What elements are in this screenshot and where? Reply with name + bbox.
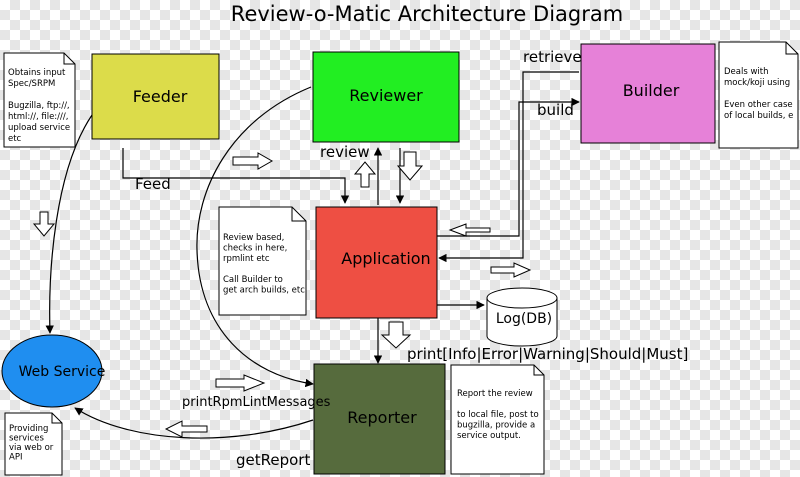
note-line: Obtains input [8, 68, 66, 78]
note-line: rpmlint etc [223, 254, 270, 264]
reporter-note: Report the review to local file, post tob… [450, 364, 545, 475]
note-line: services [9, 434, 44, 444]
note-line: Even other case [724, 100, 793, 110]
note-line: mock/koji using [724, 78, 790, 88]
reporter-note-text: Report the review to local file, post tob… [457, 389, 539, 441]
reporter-box: Reporter [313, 363, 446, 475]
note-line: Bugzilla, ftp://, [8, 101, 70, 111]
hollow-arrow-down-icon [396, 151, 424, 181]
note-line: Providing [9, 424, 48, 434]
web-service-label: Web Service [19, 364, 106, 380]
hollow-arrow-right-icon [490, 262, 532, 278]
note-line: bugzilla, provide a [457, 421, 535, 431]
web-service-ellipse [1, 334, 103, 408]
note-line: API [9, 453, 22, 463]
connectors [45, 71, 580, 439]
note-line: upload service [8, 123, 70, 133]
note-line: etc [8, 134, 22, 144]
feeder-label: Feeder [133, 87, 188, 106]
feeder-rect [91, 53, 220, 140]
application-note: Review based,checks in here,rpmlint etcC… [218, 206, 307, 316]
feeder-box: Feeder [91, 53, 220, 140]
feeder-to-application-edge [122, 148, 350, 204]
application-note-text: Review based,checks in here,rpmlint etcC… [223, 233, 305, 296]
application-label: Application [341, 249, 430, 268]
diagram-title: Review-o-Matic Architecture Diagram [231, 2, 623, 26]
application-to-builder-build-edge [437, 97, 580, 237]
note-line: Call Builder to [223, 275, 283, 285]
feed-label: Feed [135, 175, 171, 193]
note-line: service output. [457, 431, 521, 441]
reviewer-label: Reviewer [349, 86, 423, 105]
reporter-label: Reporter [347, 408, 417, 427]
application-rect [315, 206, 438, 319]
note-line: to local file, post to [457, 410, 539, 420]
build-label: build [537, 101, 574, 119]
hollow-arrow-down-icon [32, 211, 56, 237]
hollow-arrow-up-icon [353, 161, 377, 188]
note-line: checks in here, [223, 244, 287, 254]
note-line: Report the review [457, 389, 533, 399]
builder-rect [580, 43, 716, 144]
hollow-arrow-down-icon [380, 321, 412, 349]
hollow-arrow-right-icon [232, 152, 274, 170]
reporter-rect [313, 363, 446, 475]
builder-to-application-retrieve-edge [438, 71, 579, 263]
db-label: Log(DB) [496, 311, 552, 327]
retrieve-label: retrieve [523, 48, 582, 66]
note-line: Review based, [223, 233, 284, 243]
hollow-arrow-right-icon [215, 374, 266, 392]
feeder-to-webservice-edge [45, 114, 93, 334]
db-top [486, 287, 558, 309]
get-report-label: getReport [236, 451, 310, 469]
note-line: Deals with [724, 67, 769, 77]
db-body [486, 297, 558, 347]
review-label: review [320, 143, 370, 161]
print-levels-label: print[Info|Error|Warning|Should|Must] [407, 345, 688, 363]
reviewer-box: Reviewer [312, 51, 460, 143]
hollow-arrow-left-icon [164, 420, 208, 438]
hollow-arrow-left-icon [448, 223, 491, 237]
note-line: of local builds, e [724, 111, 793, 121]
web-service-node: Web Service [1, 334, 106, 408]
builder-label: Builder [623, 81, 680, 100]
note-line: Spec/SRPM [8, 79, 55, 89]
log-db-cylinder: Log(DB) [486, 287, 558, 347]
reviewer-to-reporter-edge [196, 86, 314, 388]
note-line: html://, file:///, [8, 112, 68, 122]
builder-box: Builder [580, 43, 716, 144]
flow-arrows [32, 151, 532, 438]
note-line: get arch builds, etc [223, 286, 305, 296]
print-rpmlint-label: printRpmLintMessages [182, 395, 331, 410]
reporter-to-webservice-edge [74, 407, 314, 439]
application-box: Application [315, 206, 438, 319]
note-line: via web or [9, 443, 54, 453]
reviewer-rect [312, 51, 460, 143]
